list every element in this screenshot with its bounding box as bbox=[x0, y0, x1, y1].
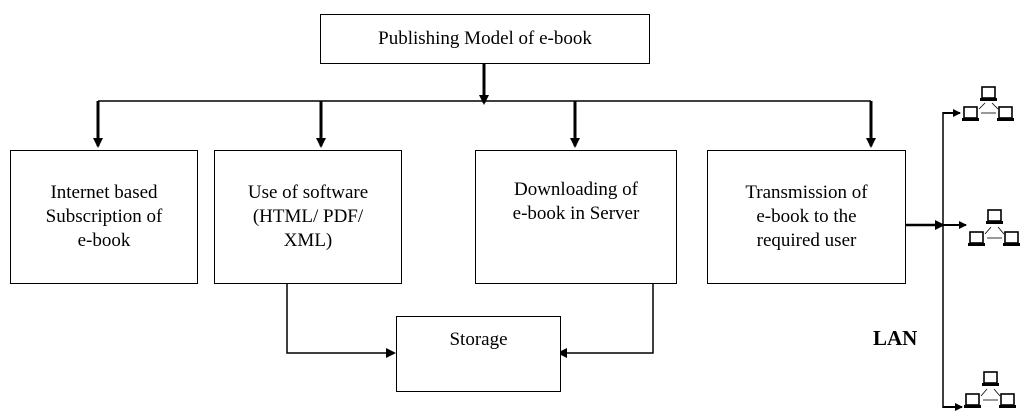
step-box-transmission: Transmission of e-book to the required u… bbox=[707, 150, 906, 284]
computer-icon bbox=[962, 106, 979, 121]
title-box: Publishing Model of e-book bbox=[320, 14, 650, 64]
network-arrows-icon bbox=[984, 226, 1005, 239]
step-box-software: Use of software (HTML/ PDF/ XML) bbox=[214, 150, 402, 284]
step-label: Downloading of e-book in Server bbox=[512, 179, 640, 224]
storage-box: Storage bbox=[396, 316, 561, 392]
computer-icon bbox=[982, 371, 999, 386]
computer-icon bbox=[1003, 231, 1020, 246]
computer-icon bbox=[999, 393, 1016, 408]
storage-label: Storage bbox=[449, 329, 508, 350]
step-label: Transmission of e-book to the required u… bbox=[745, 182, 868, 251]
step-label: Use of software (HTML/ PDF/ XML) bbox=[247, 182, 369, 251]
server-to-storage-arrow bbox=[557, 284, 654, 358]
step-label: Internet based Subscription of e-book bbox=[45, 182, 163, 251]
computer-cluster-2 bbox=[968, 209, 1020, 246]
software-to-storage-arrow bbox=[286, 284, 396, 358]
computer-icon bbox=[997, 106, 1014, 121]
step-box-server-download: Downloading of e-book in Server bbox=[475, 150, 677, 284]
computer-icon bbox=[986, 209, 1003, 224]
computer-cluster-1 bbox=[962, 86, 1014, 121]
computer-cluster-3 bbox=[964, 371, 1016, 408]
computer-icon bbox=[980, 86, 997, 101]
step-box-internet-subscription: Internet based Subscription of e-book bbox=[10, 150, 198, 284]
title-label: Publishing Model of e-book bbox=[378, 28, 592, 49]
lan-label: LAN bbox=[873, 326, 918, 350]
network-arrows-icon bbox=[980, 388, 1001, 401]
computer-icon bbox=[968, 231, 985, 246]
computer-icon bbox=[964, 393, 981, 408]
network-arrows-icon bbox=[978, 102, 999, 114]
